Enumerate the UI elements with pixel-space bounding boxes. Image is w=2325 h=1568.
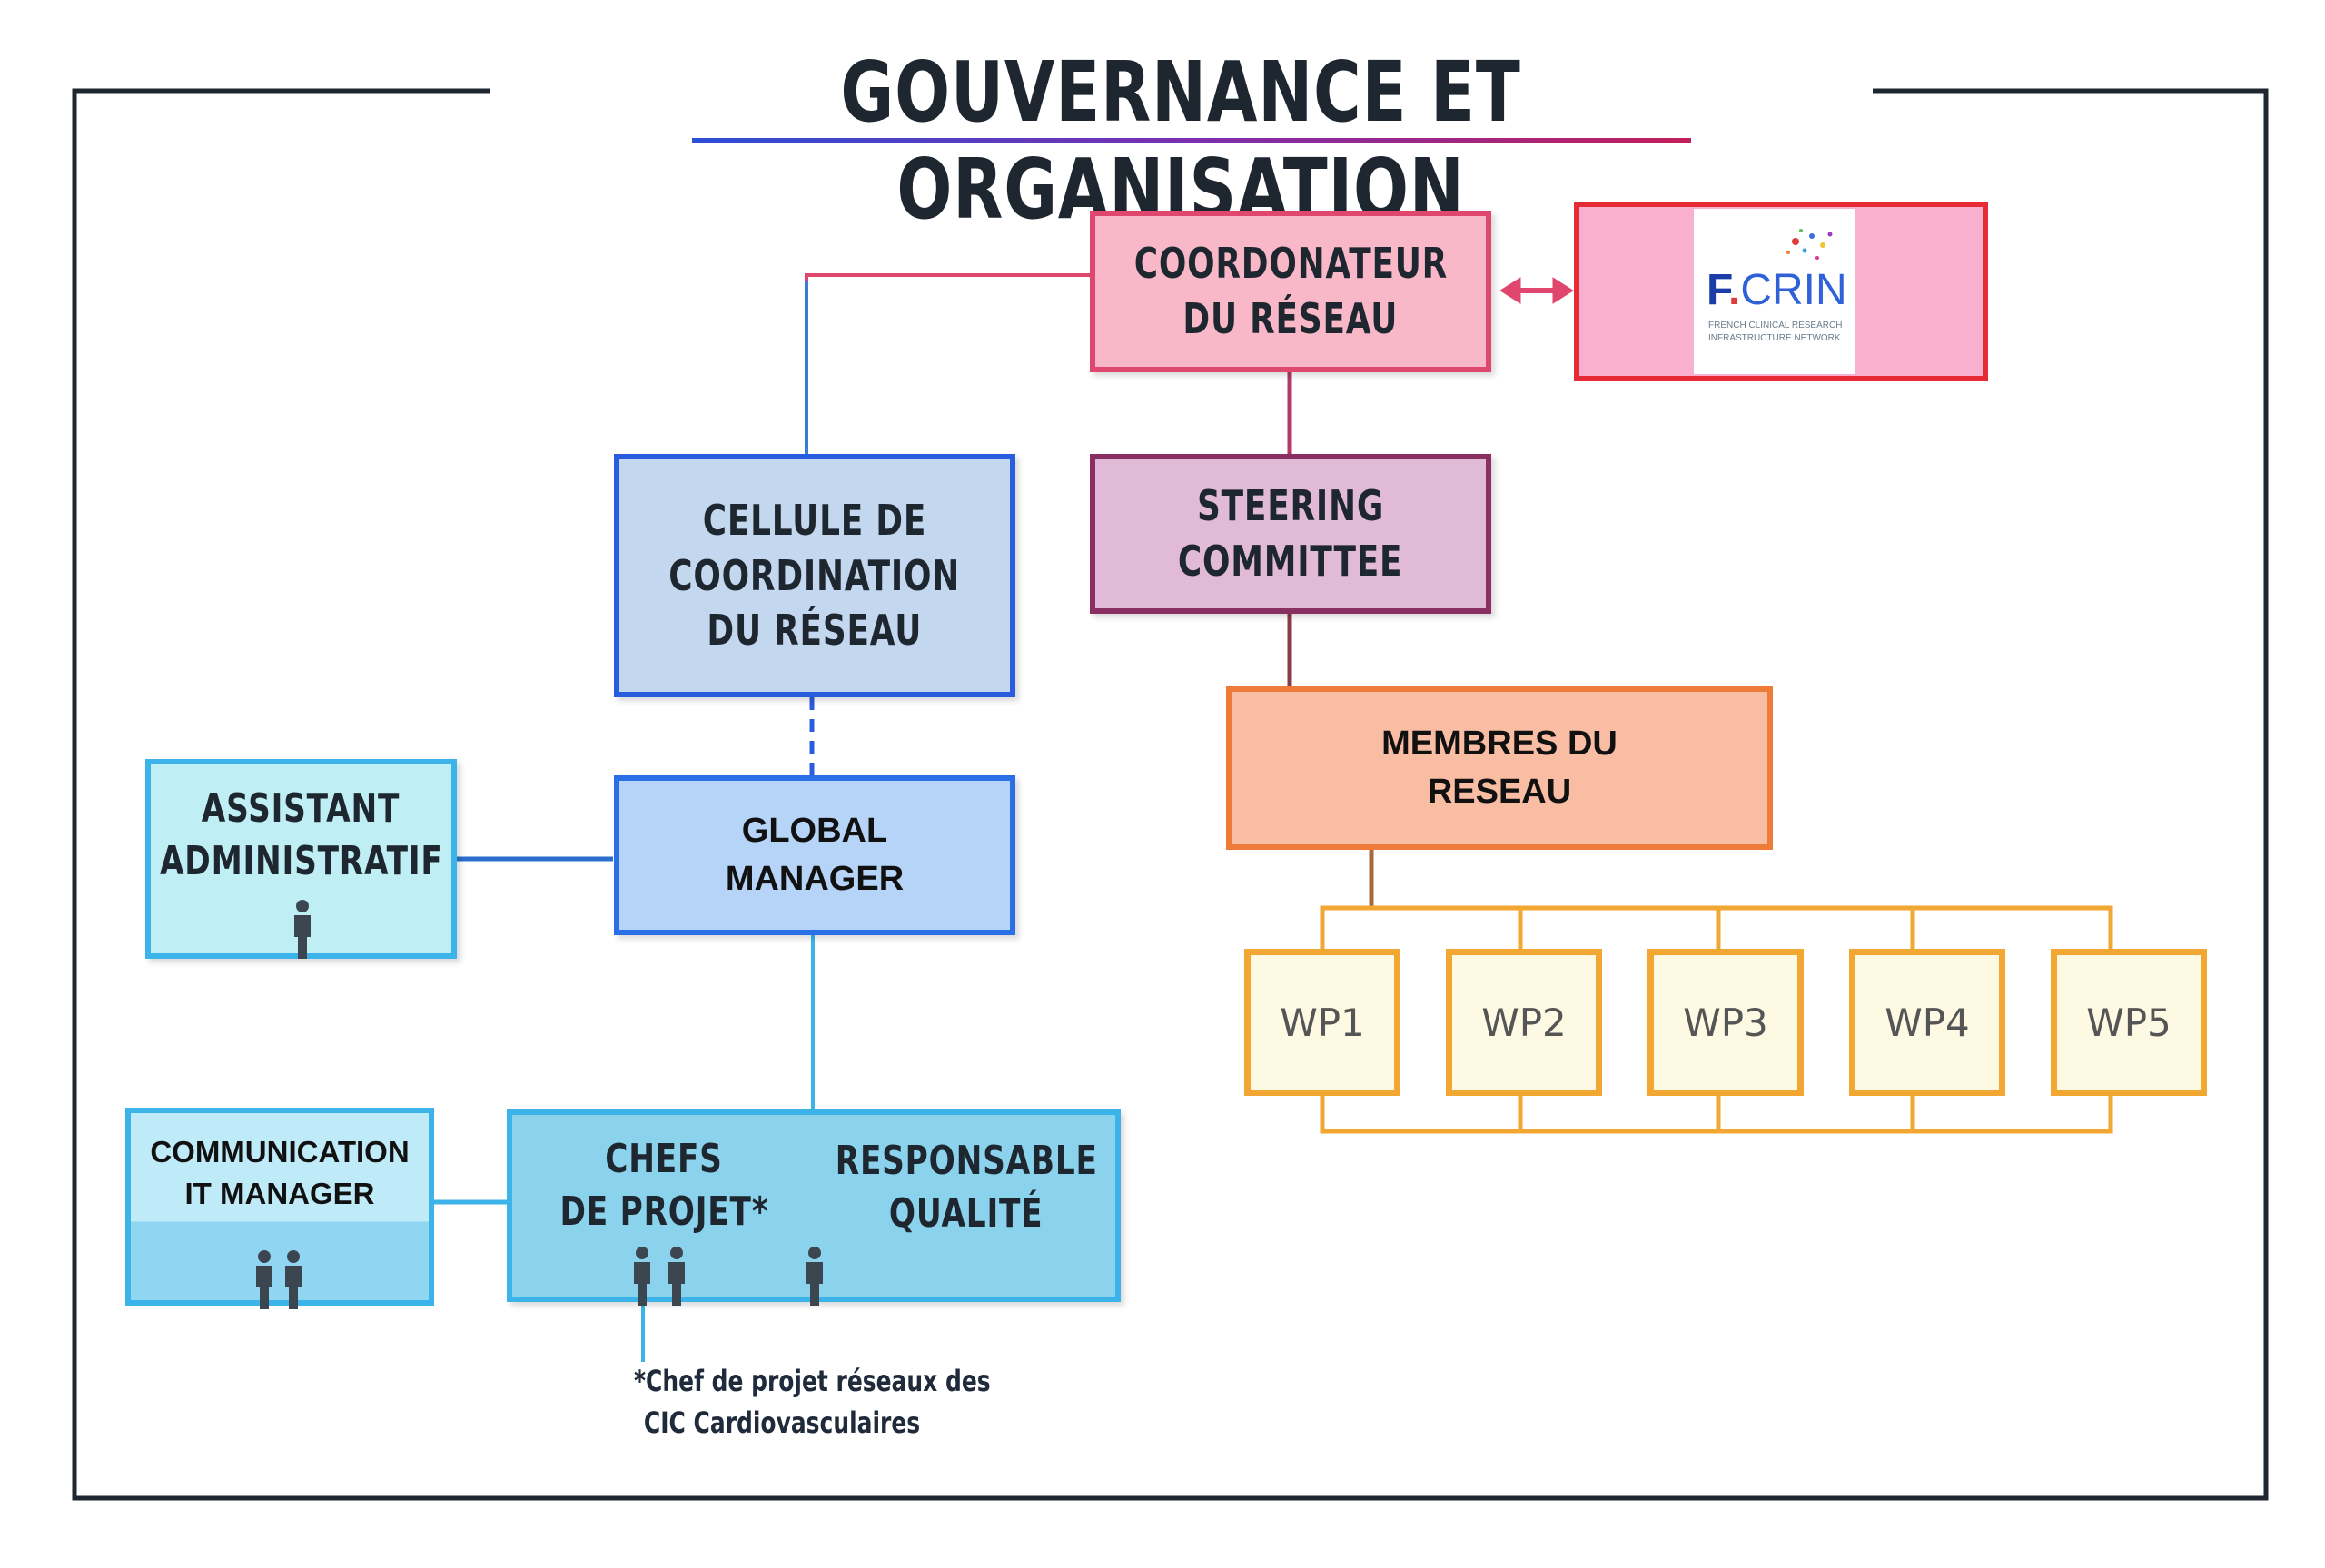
wp-box-5: WP5 — [2051, 949, 2207, 1096]
wp-tree — [1320, 850, 2113, 1134]
node-steering-line1: STEERING — [1196, 481, 1385, 531]
node-membres-reseau: MEMBRES DU RESEAU — [1226, 686, 1773, 850]
fcrin-logo: F.CRIN FRENCH CLINICAL RESEARCH INFRASTR… — [1694, 209, 1855, 374]
fcrin-logo-f: F — [1707, 266, 1728, 314]
node-chefs-line1: CHEFS — [605, 1136, 723, 1182]
node-communication-line1: COMMUNICATION — [150, 1135, 410, 1169]
node-chefs-de-projet: CHEFS DE PROJET* — [512, 1115, 816, 1238]
person-icon — [634, 1247, 650, 1306]
person-icon — [285, 1250, 302, 1309]
node-assistant-line1: ASSISTANT — [202, 785, 401, 832]
node-cellule-coordination: CELLULE DE COORDINATION DU RÉSEAU — [614, 454, 1015, 697]
person-icon — [668, 1247, 685, 1306]
wp-box-1: WP1 — [1244, 949, 1400, 1096]
node-cellule-line2: COORDINATION — [668, 550, 961, 600]
fcrin-logo-name: CRIN — [1740, 266, 1847, 314]
node-chefs-line2: DE PROJET* — [559, 1188, 768, 1236]
connector-coord-cellule — [805, 273, 1090, 454]
node-assistant-line2: ADMINISTRATIF — [159, 838, 443, 885]
node-steering-committee: STEERING COMMITTEE — [1090, 454, 1491, 614]
wp-box-3: WP3 — [1647, 949, 1804, 1096]
node-cellule-line1: CELLULE DE — [702, 495, 927, 545]
node-coordonateur-line1: COORDONATEUR — [1133, 239, 1448, 289]
node-responsable-line2: QUALITÉ — [889, 1190, 1044, 1237]
node-global-line2: MANAGER — [725, 860, 905, 898]
title-underline — [692, 138, 1691, 143]
fcrin-tagline-1: FRENCH CLINICAL RESEARCH — [1708, 321, 1843, 330]
node-responsable-qualite: RESPONSABLE QUALITÉ — [817, 1115, 1115, 1260]
node-steering-line2: COMMITTEE — [1178, 537, 1403, 586]
node-global-manager: GLOBAL MANAGER — [614, 775, 1015, 935]
node-global-line1: GLOBAL — [741, 811, 888, 850]
person-icon — [256, 1250, 272, 1309]
node-coordonateur: COORDONATEUR DU RÉSEAU — [1090, 211, 1491, 372]
fcrin-dots-icon — [1786, 229, 1833, 260]
person-icon — [806, 1247, 823, 1306]
footnote-line1: *Chef de projet réseaux des — [634, 1364, 991, 1398]
wp-box-4: WP4 — [1849, 949, 2005, 1096]
node-coordonateur-line2: DU RÉSEAU — [1182, 294, 1399, 343]
wp-box-2: WP2 — [1446, 949, 1602, 1096]
node-membres-line2: RESEAU — [1427, 773, 1572, 811]
node-communication-line2: IT MANAGER — [184, 1177, 375, 1211]
node-communication-it-manager: COMMUNICATION IT MANAGER — [125, 1108, 434, 1306]
node-cellule-line3: DU RÉSEAU — [707, 606, 923, 656]
footnote-line2: CIC Cardiovasculaires — [643, 1405, 921, 1441]
fcrin-tagline-2: INFRASTRUCTURE NETWORK — [1708, 332, 1841, 343]
double-arrow-icon — [1499, 277, 1574, 304]
node-membres-line1: MEMBRES DU — [1381, 724, 1618, 763]
node-responsable-line1: RESPONSABLE — [835, 1137, 1098, 1184]
footnote: *Chef de projet réseaux des CIC Cardiova… — [634, 1360, 991, 1445]
person-icon — [294, 900, 311, 959]
outer-frame — [72, 88, 2269, 1501]
